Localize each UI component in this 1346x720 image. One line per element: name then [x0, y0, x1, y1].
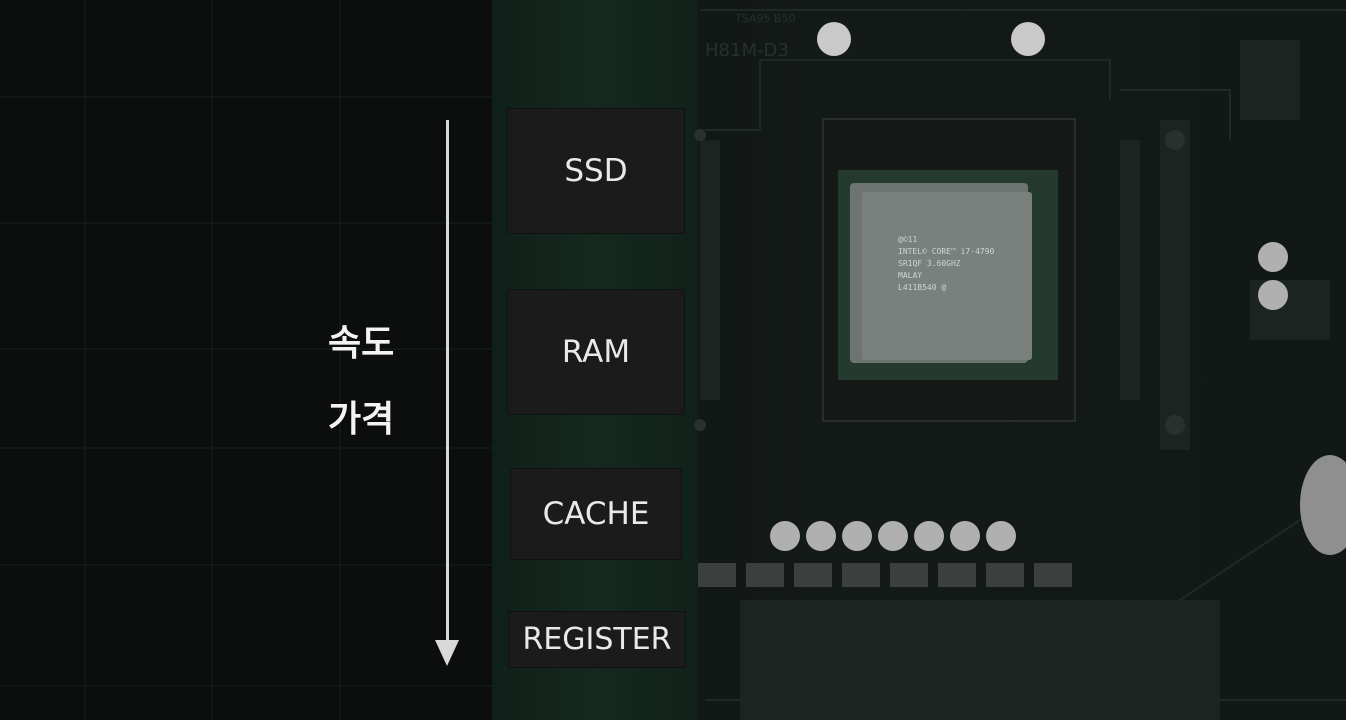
capacitor	[914, 521, 944, 551]
board-print: H81M-D3	[705, 40, 789, 61]
inductor	[842, 563, 880, 587]
capacitor	[950, 521, 980, 551]
capacitor	[1300, 455, 1346, 555]
inductor	[794, 563, 832, 587]
capacitor	[817, 22, 851, 56]
tier-ram: RAM	[507, 289, 685, 415]
capacitor	[806, 521, 836, 551]
inductor	[890, 563, 928, 587]
tier-cache: CACHE	[510, 468, 682, 560]
capacitor	[986, 521, 1016, 551]
inductor	[746, 563, 784, 587]
tier-ssd-label: SSD	[564, 153, 628, 189]
inductor	[698, 563, 736, 587]
cpu-marking: @©11 INTEL© CORE™ i7-4790 SR1QF 3.60GHZ …	[898, 235, 995, 292]
tier-register-label: REGISTER	[522, 622, 672, 657]
capacitor	[770, 521, 800, 551]
inductor	[986, 563, 1024, 587]
capacitor	[842, 521, 872, 551]
board-print-code: TSA95 B50	[735, 12, 796, 25]
capacitor	[878, 521, 908, 551]
inductor	[1034, 563, 1072, 587]
tier-ssd: SSD	[507, 108, 685, 234]
inductor	[938, 563, 976, 587]
speed-label: 속도	[328, 323, 395, 364]
direction-arrow-head	[435, 640, 459, 666]
capacitor	[1258, 242, 1288, 272]
direction-arrow-shaft	[446, 120, 449, 645]
tier-register: REGISTER	[508, 611, 686, 668]
tier-cache-label: CACHE	[542, 496, 650, 532]
tier-ram-label: RAM	[561, 334, 631, 370]
cpu-heatspreader-top	[862, 192, 1032, 360]
price-label: 가격	[328, 399, 395, 440]
capacitor	[1258, 280, 1288, 310]
capacitor	[1011, 22, 1045, 56]
